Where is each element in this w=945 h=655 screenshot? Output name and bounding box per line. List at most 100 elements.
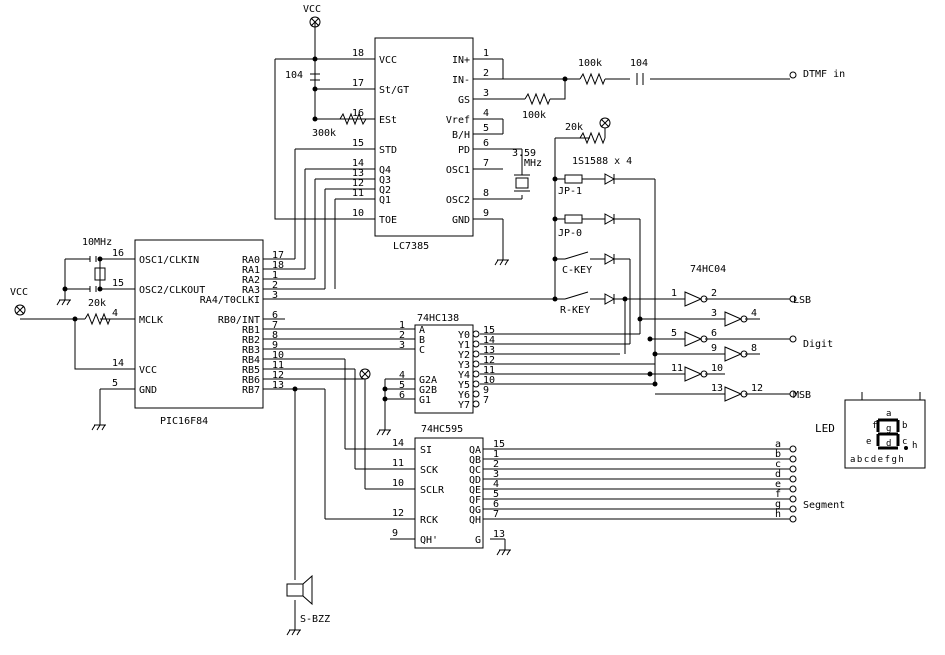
- junction-dot: [97, 256, 103, 262]
- pin-label: G2A: [419, 375, 437, 386]
- pin-number: 5: [493, 489, 499, 500]
- pin-label: QG: [469, 505, 481, 516]
- ground-icon: [494, 259, 509, 266]
- pin-label: RA2: [242, 275, 260, 286]
- pin-label: Y6: [458, 390, 470, 401]
- resistor-100k-b: 100k: [522, 92, 551, 121]
- output-msb: MSB: [793, 390, 811, 401]
- pin-label: PD: [458, 145, 470, 156]
- pin-label: QH': [420, 535, 438, 546]
- pin-number: 7: [493, 509, 499, 520]
- inverter-in-pin: 5: [671, 328, 677, 339]
- pin-number: 15: [352, 138, 364, 149]
- capacitor-104-b: 104: [630, 58, 648, 85]
- pin-number: 8: [272, 330, 278, 341]
- pin-number: 3: [493, 469, 499, 480]
- pin-label: SCK: [420, 465, 438, 476]
- inverter-in-pin: 13: [711, 383, 723, 394]
- pin-number: 4: [112, 308, 118, 319]
- svg-text:MHz: MHz: [524, 158, 542, 169]
- pin-label: GND: [139, 385, 157, 396]
- pin-number: 2: [493, 459, 499, 470]
- terminal: [789, 465, 797, 473]
- pin-number: 12: [483, 355, 495, 366]
- led-segment-letter: d: [886, 439, 891, 449]
- pin-number: 6: [399, 390, 405, 401]
- inverter-in-pin: 9: [711, 343, 717, 354]
- pin-number: 3: [399, 340, 405, 351]
- segment-line-label: g: [775, 499, 781, 510]
- junction-dot: [652, 381, 658, 387]
- pin-label: RA1: [242, 265, 260, 276]
- pin-number: 4: [493, 479, 499, 490]
- wiring: [20, 22, 790, 630]
- inverter-gate: [724, 386, 743, 402]
- inverter-out-pin: 10: [711, 363, 723, 374]
- svg-text:3.59: 3.59: [512, 148, 536, 159]
- pin-label: VCC: [139, 365, 157, 376]
- inverter-gate: [684, 291, 703, 307]
- inversion-bubble: [472, 360, 480, 368]
- junction-dot: [562, 76, 568, 82]
- ground-icon: [496, 549, 511, 556]
- buzzer: S-BZZ: [286, 574, 330, 625]
- svg-text:10MHz: 10MHz: [82, 237, 112, 248]
- pin-number: 16: [352, 108, 364, 119]
- pin-number: 11: [352, 188, 364, 199]
- junction-dot: [552, 176, 558, 182]
- ground-symbols: [56, 259, 511, 636]
- pin-label: SI: [420, 445, 432, 456]
- junction-dot: [552, 256, 558, 262]
- pin-number: 16: [112, 248, 124, 259]
- inversion-bubble: [472, 390, 480, 398]
- led-segment-letter: e: [866, 437, 871, 447]
- pin-label: ESt: [379, 115, 397, 126]
- pin-label: QE: [469, 485, 481, 496]
- terminal: [789, 505, 797, 513]
- pin-number: 15: [483, 325, 495, 336]
- inversion-bubble: [472, 350, 480, 358]
- pin-number: 15: [112, 278, 124, 289]
- pin-label: Q1: [379, 195, 391, 206]
- pin-number: 13: [352, 168, 364, 179]
- led-label: LED: [815, 422, 835, 435]
- pin-label: OSC1: [446, 165, 470, 176]
- pin-label: RA4/T0CLKI: [200, 295, 260, 306]
- pin-number: 13: [493, 529, 505, 540]
- pin-label: IN+: [452, 55, 470, 66]
- pin-number: 13: [272, 380, 284, 391]
- vcc-symbols: VCC VCC: [10, 4, 611, 380]
- led-segment-letter: b: [902, 421, 907, 431]
- terminal: [789, 335, 797, 343]
- svg-text:100k: 100k: [522, 110, 546, 121]
- diodes-1s1588: 1S1588 x 4: [572, 156, 632, 305]
- lc7385-left-pins: 18VCC17St/GT16ESt15STD14Q413Q312Q211Q110…: [352, 48, 409, 226]
- output-digit: Digit: [803, 339, 833, 350]
- pin-label: OSC2: [446, 195, 470, 206]
- led-segment-letter: h: [912, 441, 917, 451]
- pin-label: GND: [452, 215, 470, 226]
- pin-label: QB: [469, 455, 481, 466]
- inverter-gate: [724, 311, 743, 327]
- junction-dot: [382, 386, 388, 392]
- inverter-gate: [724, 346, 743, 362]
- inverter-bubble: [700, 370, 708, 378]
- segment-line-label: d: [775, 469, 781, 480]
- pin-number: 10: [392, 478, 404, 489]
- pin-number: 6: [272, 310, 278, 321]
- pin-number: 17: [272, 250, 284, 261]
- inversion-bubble: [472, 370, 480, 378]
- pin-number: 1: [399, 320, 405, 331]
- pin-number: 5: [483, 123, 489, 134]
- segment-line-label: c: [775, 459, 781, 470]
- pin-label: Y0: [458, 330, 470, 341]
- pin-number: 3: [483, 88, 489, 99]
- crystal-3-59mhz: 3.59 MHz: [512, 148, 542, 192]
